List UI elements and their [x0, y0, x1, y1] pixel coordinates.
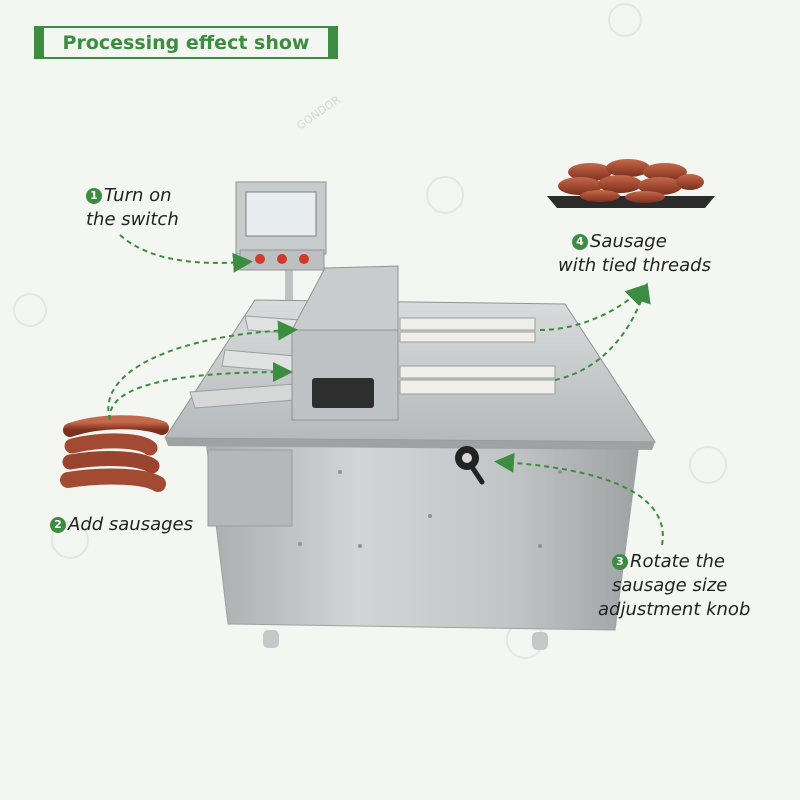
- title-banner: Processing effect show: [34, 26, 338, 59]
- step-2-number-badge: 2: [50, 517, 66, 533]
- power-switch: [255, 254, 265, 264]
- guide-arrows: [107, 234, 664, 546]
- step-4-text-line1: Sausage: [590, 231, 667, 252]
- raw-sausage-image: [60, 415, 169, 492]
- step-2-text-line1: Add sausages: [68, 514, 193, 535]
- step-1-text-line2: the switch: [86, 209, 179, 230]
- watermark-text: GONDOR: [294, 93, 343, 133]
- sausage-tray-image: [547, 159, 715, 208]
- tying-conveyor: [399, 317, 556, 395]
- step-3-number-badge: 3: [612, 554, 628, 570]
- page-title: Processing effect show: [62, 31, 310, 54]
- step-1-text-line1: Turn on: [104, 185, 172, 206]
- step-4-number-badge: 4: [572, 234, 588, 250]
- step-3-text-line2: sausage size: [612, 575, 728, 596]
- step-3-text-line3: adjustment knob: [598, 599, 751, 620]
- step-3-text-line1: Rotate the: [630, 551, 726, 572]
- step-1-number-badge: 1: [86, 188, 102, 204]
- step-4-text-line2: with tied threads: [558, 255, 711, 276]
